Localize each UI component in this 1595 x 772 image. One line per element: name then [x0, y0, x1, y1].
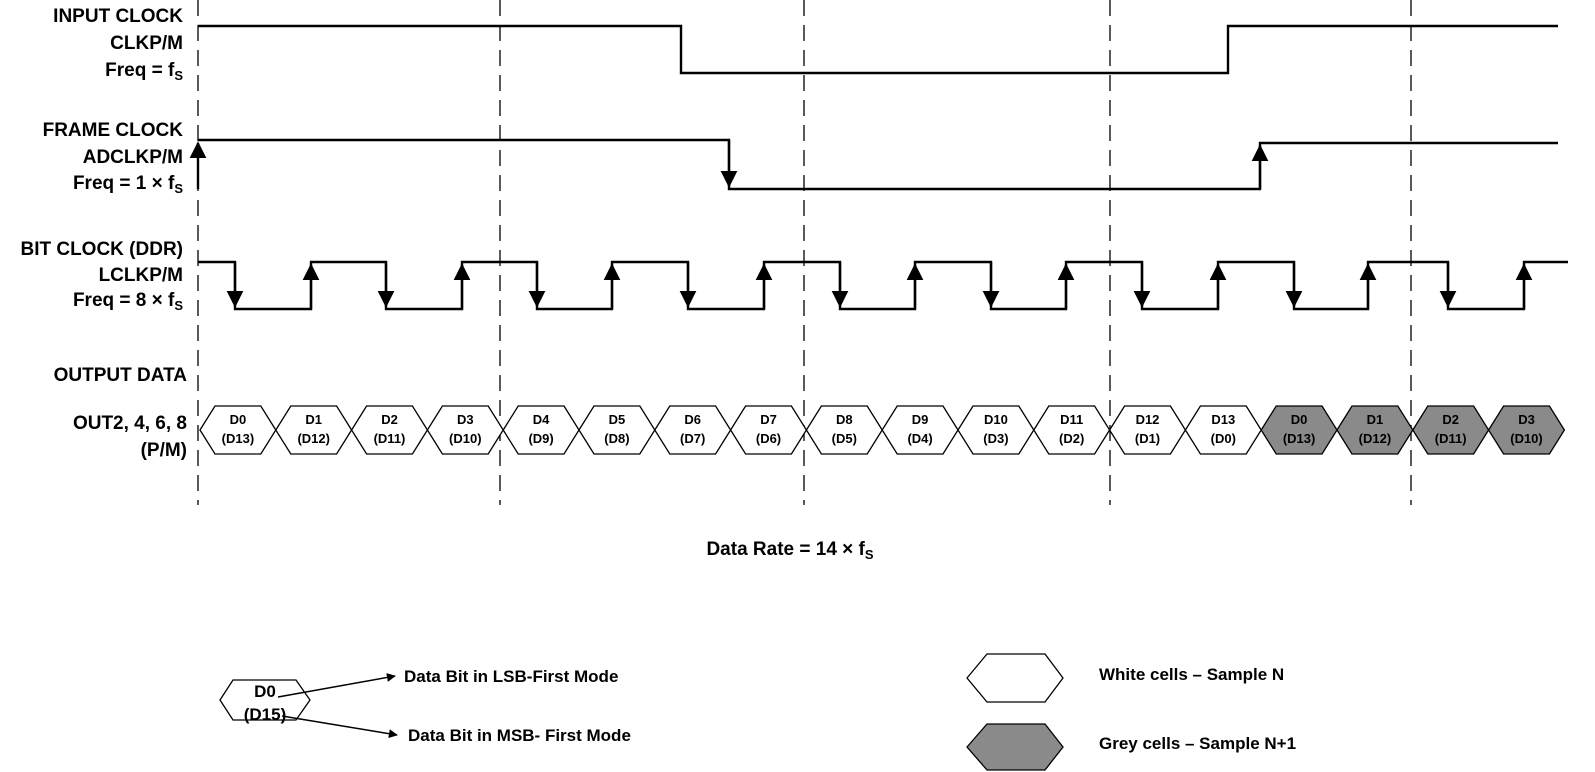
bit-clock-freq: Freq = 8 × fS [73, 290, 183, 313]
data-cell-msb-bit: (D9) [528, 431, 553, 446]
data-cell-bit: D8 [836, 412, 853, 427]
data-cell: D9 (D4) [881, 405, 959, 455]
data-cell: D1 (D12) [275, 405, 353, 455]
data-cell: D12 (D1) [1108, 405, 1187, 455]
data-cell-msb-bit: (D1) [1135, 431, 1160, 446]
data-cell-bit: D1 [1367, 412, 1384, 427]
lsb-arrow [277, 673, 396, 698]
data-cell-bit: D9 [912, 412, 929, 427]
legend-example-cell [219, 679, 311, 721]
frame-clock-pin: ADCLKP/M [83, 147, 183, 168]
bit-clock-waveform [198, 260, 1568, 311]
data-rate-label: Data Rate = 14 × fS [706, 539, 873, 562]
data-cell-bit: D3 [1518, 412, 1535, 427]
data-cell: D4 (D9) [502, 405, 580, 455]
output-data-label: OUTPUT DATA OUT2, 4, 6, 8 (P/M) [54, 365, 188, 461]
data-cell: D2 (D11) [1412, 405, 1490, 455]
data-cell-bit: D6 [684, 412, 701, 427]
data-cell-msb-bit: (D12) [297, 431, 330, 446]
data-cell-msb-bit: (D10) [449, 431, 482, 446]
data-cell: D3 (D10) [426, 405, 504, 455]
output-data-polarity: (P/M) [141, 440, 187, 461]
grey-cell-label: Grey cells – Sample N+1 [1099, 734, 1296, 753]
input-clock-pin: CLKP/M [110, 33, 183, 54]
input-clock-title: INPUT CLOCK [53, 6, 183, 27]
frame-clock-freq: Freq = 1 × fS [73, 173, 183, 196]
output-data-cells: D0 (D13) D1 (D12) D2 (D11) D3 (D10) D4 (D9) D5 (D8)… [199, 405, 1566, 455]
data-cell: D0 (D13) [199, 405, 277, 455]
data-cell: D11 (D2) [1033, 405, 1111, 455]
data-cell-msb-bit: (D0) [1211, 431, 1236, 446]
data-cell-msb-bit: (D10) [1510, 431, 1543, 446]
data-cell-msb-bit: (D11) [1435, 431, 1467, 446]
data-cell: D8 (D5) [805, 405, 883, 455]
bit-clock-title: BIT CLOCK (DDR) [20, 239, 183, 260]
legend-example-top: D0 [254, 682, 276, 701]
data-cell-bit: D4 [533, 412, 550, 427]
legend-sample-key: White cells – Sample N Grey cells – Samp… [966, 653, 1296, 771]
data-cell-msb-bit: (D13) [222, 431, 255, 446]
data-cell: D6 (D7) [654, 405, 732, 455]
output-data-title: OUTPUT DATA [54, 365, 188, 386]
data-cell: D10 (D3) [957, 405, 1035, 455]
data-cell-shape [1487, 405, 1566, 455]
data-cell-bit: D1 [305, 412, 322, 427]
data-cell-msb-bit: (D5) [832, 431, 857, 446]
frame-clock-waveform [198, 138, 1558, 191]
data-cell-bit: D0 [1291, 412, 1308, 427]
data-cell-bit: D5 [609, 412, 626, 427]
data-cell-bit: D0 [230, 412, 247, 427]
data-cell-bit: D10 [984, 412, 1008, 427]
data-cell-bit: D2 [1442, 412, 1459, 427]
white-cell-label: White cells – Sample N [1099, 665, 1284, 684]
data-cell-msb-bit: (D8) [604, 431, 629, 446]
data-cell-msb-bit: (D6) [756, 431, 781, 446]
data-cell: D3 (D10) [1487, 405, 1566, 455]
grey-cell-swatch [966, 723, 1064, 771]
data-cell: D1 (D12) [1336, 405, 1414, 455]
data-cell-bit: D3 [457, 412, 474, 427]
data-cell: D13 (D0) [1184, 405, 1262, 455]
data-cell: D2 (D11) [350, 405, 429, 455]
data-cell: D5 (D8) [578, 405, 656, 455]
frame-clock-title: FRAME CLOCK [43, 120, 184, 141]
data-cell: D0 (D13) [1260, 405, 1338, 455]
output-data-pins: OUT2, 4, 6, 8 [73, 413, 187, 434]
bit-clock-pin: LCLKP/M [99, 265, 183, 286]
data-cell-bit: D11 [1060, 412, 1083, 427]
lsb-mode-label: Data Bit in LSB-First Mode [404, 667, 618, 686]
input-clock-freq: Freq = fS [105, 60, 183, 83]
bit-clock-label: BIT CLOCK (DDR) LCLKP/M Freq = 8 × fS [20, 239, 183, 313]
input-clock-waveform [198, 24, 1558, 75]
bit-clock-trace [198, 260, 1568, 311]
data-cell-bit: D12 [1136, 412, 1160, 427]
data-cell-msb-bit: (D4) [907, 431, 932, 446]
data-cell-bit: D2 [381, 412, 398, 427]
msb-arrow [281, 715, 398, 739]
legend-example: D0 (D15) Data Bit in LSB-First Mode Data… [219, 667, 631, 745]
timing-guides [197, 0, 1412, 505]
data-cell-msb-bit: (D12) [1359, 431, 1392, 446]
data-cell: D7 (D6) [729, 405, 808, 455]
data-cell-msb-bit: (D7) [680, 431, 705, 446]
input-clock-label: INPUT CLOCK CLKP/M Freq = fS [53, 6, 183, 83]
msb-mode-label: Data Bit in MSB- First Mode [408, 726, 631, 745]
data-cell-msb-bit: (D3) [983, 431, 1008, 446]
data-cell-msb-bit: (D2) [1059, 431, 1084, 446]
data-cell-bit: D7 [760, 412, 777, 427]
data-cell-msb-bit: (D11) [374, 431, 406, 446]
data-cell-bit: D13 [1211, 412, 1235, 427]
white-cell-swatch [966, 653, 1064, 703]
frame-clock-label: FRAME CLOCK ADCLKP/M Freq = 1 × fS [43, 120, 184, 196]
legend-example-bottom: (D15) [244, 705, 287, 724]
data-cell-msb-bit: (D13) [1283, 431, 1316, 446]
